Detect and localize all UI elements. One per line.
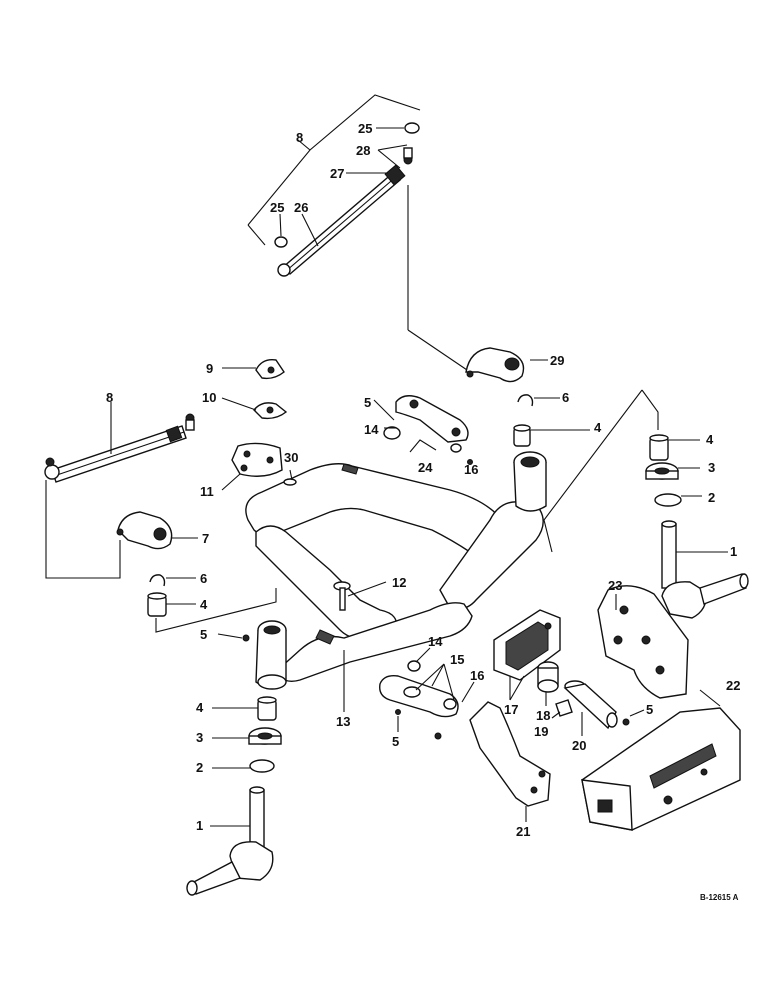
callout-4-right: 4 (594, 420, 602, 435)
callout-27: 27 (330, 166, 344, 181)
tie-rod-tube (277, 147, 413, 277)
callout-2-left: 2 (196, 760, 203, 775)
pin-12 (333, 581, 387, 611)
callout-22: 22 (726, 678, 740, 693)
seal-2-right (654, 493, 702, 507)
callout-9: 9 (206, 361, 213, 376)
callout-7: 7 (202, 531, 209, 546)
callout-25-top: 25 (358, 121, 372, 136)
callout-5-left: 5 (200, 627, 207, 642)
pivot-pin-20 (563, 680, 618, 736)
callout-21: 21 (516, 824, 530, 839)
bushing-4-lower (212, 696, 277, 721)
callout-2-right: 2 (708, 490, 715, 505)
axle-frame-13 (245, 451, 547, 712)
clip-10 (221, 397, 288, 420)
spindle-1-right (661, 520, 749, 619)
callout-6-left: 6 (200, 571, 207, 586)
callout-20: 20 (572, 738, 586, 753)
bolt-30 (283, 469, 297, 486)
callout-30: 30 (284, 450, 298, 465)
steering-arm-7 (116, 511, 198, 550)
callout-8-top: 8 (296, 130, 303, 145)
bushing-4-upper-right (649, 434, 700, 461)
steering-arm-29 (465, 347, 548, 383)
callout-labels: 8 25 28 27 25 26 29 9 10 8 5 6 4 14 24 1… (106, 121, 740, 902)
callout-6-right: 6 (562, 390, 569, 405)
thrust-bearing-3-left (212, 727, 282, 745)
callout-1-left: 1 (196, 818, 203, 833)
top-tie-rod-assembly (247, 94, 471, 373)
bushing-18 (537, 661, 559, 706)
grease-fitting-5-left (217, 633, 250, 642)
thrust-bearing-3-right (645, 462, 700, 480)
lower-pivot-bracket (379, 647, 475, 740)
callout-28: 28 (356, 143, 370, 158)
callout-29: 29 (550, 353, 564, 368)
front-support-frame-22 (581, 689, 741, 831)
callout-3-right: 3 (708, 460, 715, 475)
callout-19: 19 (534, 724, 548, 739)
pivot-bracket-24 (373, 395, 473, 465)
callout-13: 13 (336, 714, 350, 729)
pivot-housing-11 (221, 442, 283, 491)
clip-9 (222, 359, 285, 380)
callout-10: 10 (202, 390, 216, 405)
callout-8-left: 8 (106, 390, 113, 405)
mounting-plate-17 (493, 609, 561, 701)
bushing-4-left (147, 588, 277, 633)
snap-ring-6-right (517, 394, 560, 407)
left-tie-rod (44, 402, 195, 579)
callout-26: 26 (294, 200, 308, 215)
callout-4-left: 4 (200, 597, 208, 612)
callout-5-top: 5 (364, 395, 371, 410)
callout-17: 17 (504, 702, 518, 717)
callout-3-left: 3 (196, 730, 203, 745)
bolt-5-pin (622, 709, 645, 726)
nut-25-left (274, 236, 288, 248)
callout-1-right: 1 (730, 544, 737, 559)
support-bracket-23 (597, 585, 689, 699)
callout-18: 18 (536, 708, 550, 723)
callout-11: 11 (200, 484, 214, 499)
callout-24: 24 (418, 460, 433, 475)
callout-23: 23 (608, 578, 622, 593)
retainer-19 (551, 699, 573, 719)
callout-5-bottom: 5 (392, 734, 399, 749)
drawing-number: B-12615 A (700, 893, 739, 902)
seal-2-left (212, 759, 275, 773)
callout-4-far-right: 4 (706, 432, 714, 447)
callout-4-lower: 4 (196, 700, 204, 715)
callout-14-top: 14 (364, 422, 379, 437)
spindle-1-left (186, 786, 274, 896)
support-bracket-21 (469, 701, 551, 822)
bushing-4-right (513, 424, 590, 447)
nut-25-top (404, 122, 420, 134)
snap-ring-6-left (149, 574, 196, 587)
callout-25-left: 25 (270, 200, 284, 215)
callout-15: 15 (450, 652, 464, 667)
callout-14-bottom: 14 (428, 634, 443, 649)
callout-5-pin: 5 (646, 702, 653, 717)
callout-16-top: 16 (464, 462, 478, 477)
callout-12: 12 (392, 575, 406, 590)
callout-16-bottom: 16 (470, 668, 484, 683)
